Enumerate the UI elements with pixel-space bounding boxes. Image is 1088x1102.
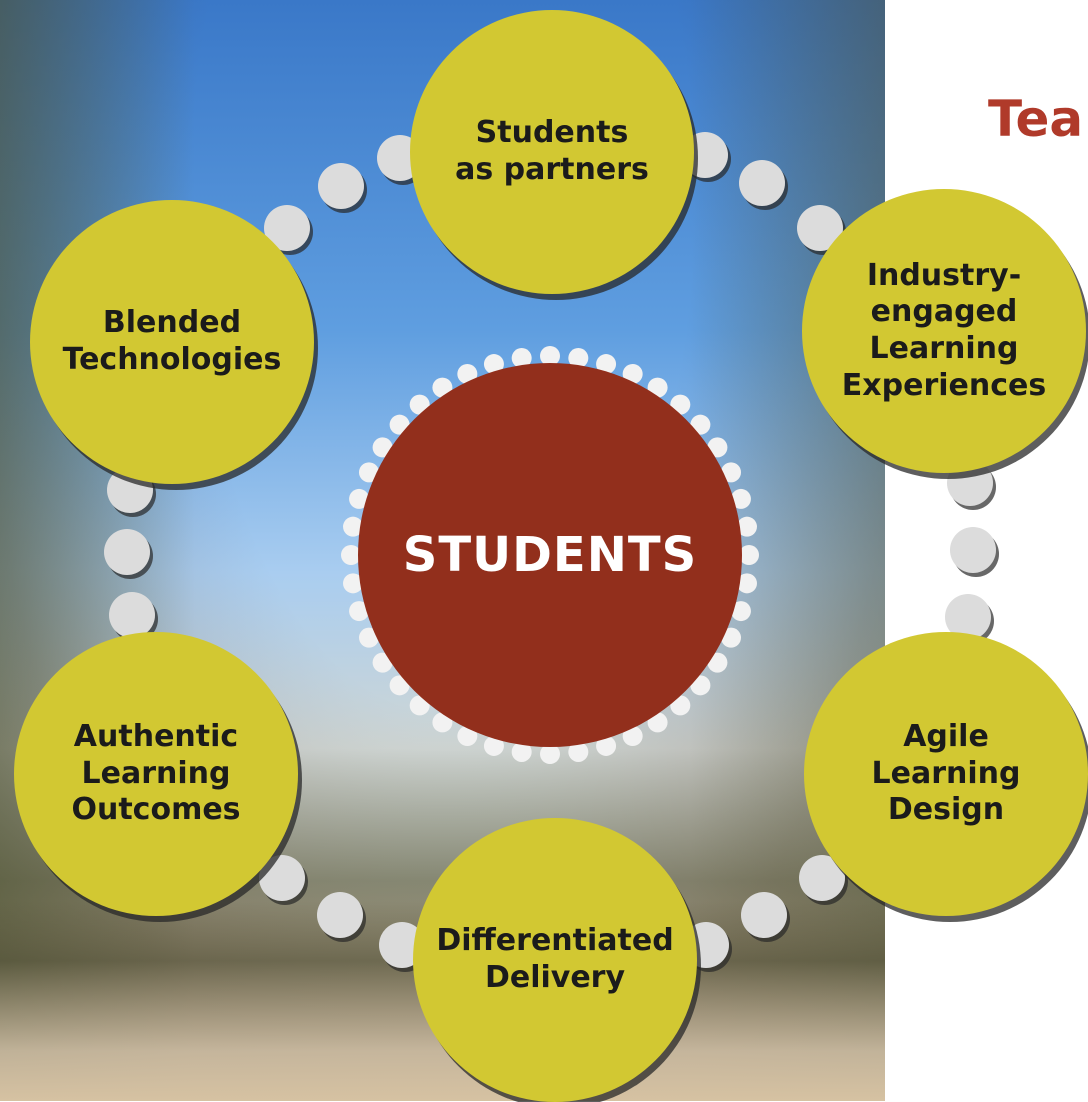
node-students-as-partners: Students as partners [410, 10, 694, 294]
outer-dot-7 [104, 529, 150, 575]
center-ring-dot [483, 735, 504, 756]
center-ring-dot [343, 516, 364, 537]
node-label: Students as partners [455, 115, 649, 187]
center-ring-dot [568, 741, 589, 762]
outer-dot-5 [797, 205, 843, 251]
center-ring-dot [721, 627, 742, 648]
node-label: Industry- engaged Learning Experiences [841, 257, 1047, 403]
outer-dot-15 [799, 855, 845, 901]
outer-dot-10 [950, 527, 996, 573]
center-ring-dot [511, 348, 532, 369]
node-label: Differentiated Delivery [436, 923, 674, 995]
outer-dot-8 [109, 592, 155, 638]
outer-dot-12 [259, 855, 305, 901]
center-ring-dot [596, 735, 617, 756]
node-authentic-learning-outcomes: Authentic Learning Outcomes [14, 632, 298, 916]
center-ring-dot [511, 741, 532, 762]
outer-dot-13 [317, 892, 363, 938]
center-ring-dot [736, 573, 757, 594]
center-ring-dot [568, 348, 589, 369]
center-ring-dot [730, 601, 751, 622]
center-ring-dot [647, 712, 668, 733]
center-ring-dot [622, 726, 643, 747]
node-differentiated-delivery: Differentiated Delivery [413, 818, 697, 1102]
center-ring-dot [341, 545, 361, 565]
center-ring-dot [739, 545, 759, 565]
outer-dot-4 [739, 160, 785, 206]
center-ring-dot [343, 573, 364, 594]
outer-dot-1 [318, 163, 364, 209]
students-center-circle: STUDENTS [358, 363, 742, 747]
center-ring-dot [736, 516, 757, 537]
outer-dot-11 [945, 594, 991, 640]
center-ring-dot [540, 744, 560, 764]
center-label: STUDENTS [402, 527, 698, 583]
center-ring-dot [707, 652, 728, 673]
center-ring-dot [730, 488, 751, 509]
side-title: Tea [988, 90, 1084, 148]
outer-dot-2 [264, 205, 310, 251]
node-agile-learning-design: Agile Learning Design [804, 632, 1088, 916]
node-blended-technologies: Blended Technologies [30, 200, 314, 484]
node-industry-engaged: Industry- engaged Learning Experiences [802, 189, 1086, 473]
node-label: Agile Learning Design [871, 719, 1021, 828]
outer-dot-16 [741, 892, 787, 938]
node-label: Blended Technologies [62, 305, 282, 377]
node-label: Authentic Learning Outcomes [71, 719, 241, 828]
center-ring-dot [540, 346, 560, 366]
